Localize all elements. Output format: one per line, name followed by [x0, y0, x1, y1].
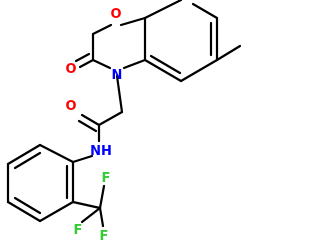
bond [143, 0, 183, 20]
bond [78, 58, 95, 69]
fluorine-bottom-label: F [100, 229, 109, 244]
bond [149, 54, 182, 75]
bond [91, 23, 113, 36]
bond [122, 58, 147, 70]
bond [74, 52, 91, 63]
bond [97, 110, 124, 127]
bond [77, 119, 98, 133]
bond [215, 44, 242, 62]
molecule-structure: O O N O NH F F F [6, 0, 242, 244]
bond [6, 143, 42, 166]
bond [191, 2, 219, 20]
bond [80, 206, 102, 224]
bond [98, 206, 105, 228]
bond [71, 154, 94, 164]
bond [6, 200, 42, 223]
bond [13, 151, 42, 170]
fluorine-top-label: F [102, 171, 111, 186]
bond [91, 58, 112, 70]
oxygen-ring-carbonyl-label: O [65, 62, 76, 77]
bond [13, 196, 42, 215]
bond [80, 113, 101, 127]
bond [119, 16, 147, 27]
oxygen-amide-label: O [65, 99, 76, 114]
bond [143, 58, 183, 83]
bond [38, 143, 75, 164]
nitrogen-amide-label: NH [90, 144, 112, 159]
bond [38, 200, 75, 223]
bond [115, 74, 124, 114]
atom-labels: O O N O NH F F F [65, 7, 122, 244]
bond [71, 200, 102, 210]
bonds [6, 0, 242, 228]
fluorine-left-label: F [74, 223, 83, 238]
oxygen-ring-label: O [110, 7, 121, 22]
nitrogen-ring-label: N [112, 68, 123, 83]
bond [98, 184, 106, 210]
bond [179, 58, 219, 83]
